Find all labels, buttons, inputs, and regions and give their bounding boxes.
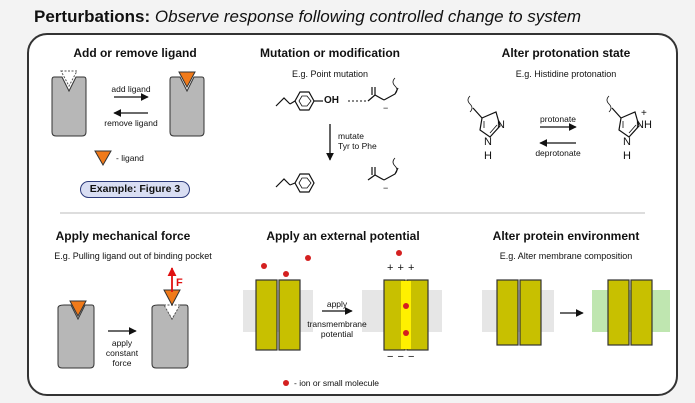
ion: [403, 330, 409, 336]
force-label-line1: apply: [111, 338, 133, 348]
carboxylate-charge-top: −: [383, 103, 389, 113]
imidazole-nh-left-h: H: [484, 150, 492, 162]
helix-left-1: [255, 279, 278, 351]
deprotonate-label: deprotonate: [535, 148, 581, 158]
protonated-charge: +: [641, 108, 647, 119]
environment-panel-art: [482, 279, 670, 346]
ligand-bound: [178, 71, 196, 89]
ion-legend-icon: [283, 380, 289, 386]
protonation-heading: Alter protonation state: [501, 46, 631, 60]
imidazole-nh-right: NH: [636, 119, 652, 131]
helix-env-4: [630, 279, 653, 346]
potential-label-line1: apply: [326, 299, 348, 309]
potential-heading: Apply an external potential: [266, 229, 420, 243]
protein-empty: [51, 76, 87, 137]
mechanical-subtitle: E.g. Pulling ligand out of binding pocke…: [54, 251, 212, 261]
imidazole-n-left: N: [497, 119, 505, 131]
mechanical-heading: Apply mechanical force: [55, 229, 191, 243]
mechanical-panel-art: [57, 267, 189, 369]
ion-legend-label: - ion or small molecule: [294, 378, 380, 388]
ion: [305, 255, 311, 261]
potential-label-line3: potential: [320, 329, 354, 339]
title-italic: Observe response following controlled ch…: [154, 7, 582, 26]
example-figure-3-button[interactable]: Example: Figure 3: [80, 181, 190, 198]
carboxylate-charge-bottom: −: [383, 183, 389, 193]
potential-label-line2: transmembrane: [307, 319, 367, 329]
ligand-panel-art: [51, 70, 205, 167]
negative-side-charges: − − −: [387, 351, 415, 363]
add-ligand-label: add ligand: [111, 84, 151, 94]
environment-subtitle: E.g. Alter membrane composition: [499, 251, 633, 261]
ligand-ghost: [60, 70, 78, 88]
mutation-panel-art: [275, 77, 399, 193]
hydroxyl-label: OH: [324, 95, 339, 106]
positive-side-charges: + + +: [387, 262, 415, 274]
mutation-heading: Mutation or modification: [260, 46, 400, 60]
ion: [403, 303, 409, 309]
protein-bound: [169, 76, 205, 137]
force-label-line3: force: [112, 358, 132, 368]
remove-ligand-label: remove ligand: [104, 118, 158, 128]
mutate-label-line2: Tyr to Phe: [338, 141, 377, 151]
potential-panel-art: [243, 250, 442, 386]
mutation-subtitle: E.g. Point mutation: [291, 69, 369, 79]
protein-before-force: [57, 304, 95, 369]
page-title: Perturbations: Observe response followin…: [34, 7, 581, 27]
imidazole-h-right: H: [623, 150, 631, 162]
force-label-line2: constant: [105, 348, 139, 358]
ligand-legend-label: - ligand: [116, 153, 144, 163]
helix-env-3: [607, 279, 630, 346]
ligand-pulled: [163, 289, 181, 307]
helix-env-2: [519, 279, 542, 346]
helix-env-1: [496, 279, 519, 346]
mutate-label-line1: mutate: [338, 131, 364, 141]
perturbations-frame: [27, 33, 678, 396]
ion: [261, 263, 267, 269]
ion: [396, 250, 402, 256]
imidazole-nh-left-n: N: [484, 136, 492, 148]
membrane-left: [243, 290, 313, 332]
protonate-label: protonate: [540, 114, 576, 124]
ligand-heading: Add or remove ligand: [73, 46, 197, 60]
protein-under-force: [151, 304, 189, 369]
force-label: F: [176, 277, 183, 289]
protonation-subtitle: E.g. Histidine protonation: [515, 69, 617, 79]
ligand-before-force: [69, 300, 87, 318]
ligand-legend-icon: [94, 150, 112, 167]
title-bold: Perturbations:: [34, 7, 151, 26]
protonation-panel-art: [467, 95, 640, 147]
imidazole-n-right: N: [623, 136, 631, 148]
ion: [283, 271, 289, 277]
helix-left-2: [278, 279, 301, 351]
environment-heading: Alter protein environment: [492, 229, 640, 243]
